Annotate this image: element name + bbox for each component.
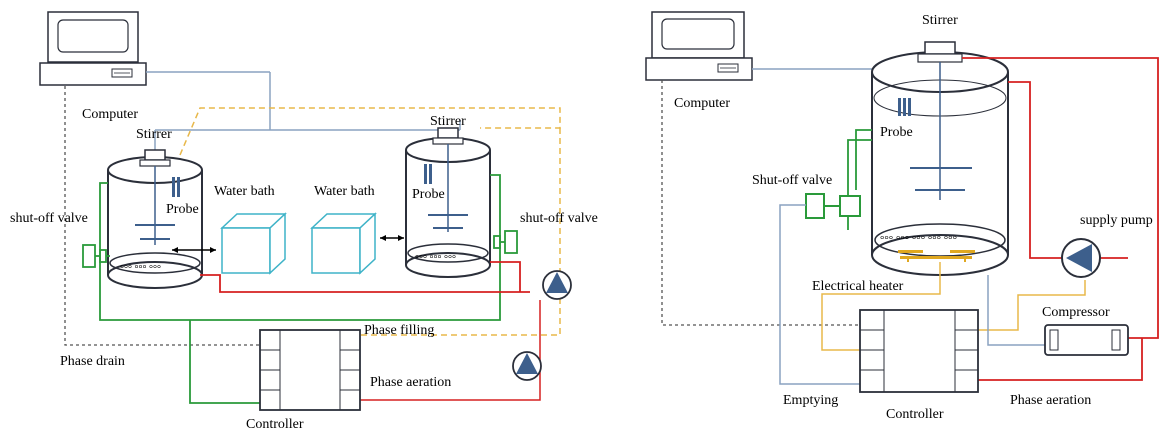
supply-pump-label: supply pump — [1080, 213, 1153, 228]
red-line — [360, 300, 541, 401]
phase-filling-label: Phase filling — [364, 323, 434, 338]
stirrer-right-mount-icon — [432, 137, 464, 145]
electrical-heater-icon — [898, 250, 975, 262]
yellow-line — [978, 280, 1086, 331]
stirrer-big-label: Stirrer — [922, 13, 958, 28]
shutoff-big-label: Shut-off valve — [752, 173, 832, 188]
water-bath-left-label: Water bath — [214, 184, 275, 199]
bubbles-left: °°° °°° °°° — [120, 264, 161, 275]
compressor-icon — [1044, 324, 1129, 356]
right-diagram: Computer °°° °°° °°° °°° °°° Stirrer Pro… — [645, 11, 1159, 422]
compressor-label: Compressor — [1042, 305, 1110, 320]
bubbles-big: °°° °°° °°° °°° °°° — [880, 234, 957, 246]
computer-right-label: Computer — [674, 96, 730, 111]
red-line — [1008, 81, 1062, 259]
yellow-control-line — [179, 107, 561, 156]
probe-left-icon — [177, 177, 180, 197]
phase-aeration-left-label: Phase aeration — [370, 375, 451, 390]
shutoff-valve-right-icon — [493, 230, 518, 254]
emptying-label: Emptying — [783, 393, 838, 408]
emptying-line — [779, 204, 860, 385]
stirrer-left-motor-icon — [144, 149, 166, 161]
gray-line — [987, 275, 1045, 346]
stirrer-left-mount-icon — [139, 159, 171, 167]
stirrer-right-label: Stirrer — [430, 114, 466, 129]
probe-right-icon — [424, 164, 427, 184]
probe-big-icon — [908, 98, 911, 116]
left-diagram: Computer °°° °°° °°° Stirrer Probe — [10, 11, 598, 432]
yellow-line — [821, 262, 941, 351]
water-bath-left — [220, 212, 287, 275]
shutoff-right-label: shut-off valve — [520, 211, 598, 226]
red-line — [978, 338, 1143, 381]
red-line — [200, 274, 530, 293]
phase-drain-label: Phase drain — [60, 354, 125, 369]
stirrer-left-label: Stirrer — [136, 127, 172, 142]
controller-left-label: Controller — [246, 417, 304, 432]
bubbles-right: °°° °°° °°° — [415, 254, 456, 265]
green-line — [855, 129, 872, 190]
green-line — [189, 320, 260, 404]
controller-left-icon — [259, 329, 361, 411]
controller-right-label: Controller — [886, 407, 944, 422]
phase-drain-dotted-line — [64, 86, 260, 346]
stirrer-big-mount-icon — [917, 53, 963, 63]
reactor-left: °°° °°° °°° — [107, 156, 203, 289]
probe-left-icon — [172, 177, 175, 197]
water-bath-right-label: Water bath — [314, 184, 375, 199]
phase-aeration-right-label: Phase aeration — [1010, 393, 1091, 408]
stirrer-right-motor-icon — [437, 127, 459, 139]
stirrer-big-motor-icon — [924, 41, 956, 55]
probe-right-label: Probe — [412, 187, 445, 202]
yellow-control-line — [360, 128, 561, 336]
probe-big-label: Probe — [880, 125, 913, 140]
electrical-heater-label: Electrical heater — [812, 279, 904, 294]
shutoff-valve-big-icon — [805, 193, 861, 219]
red-line — [490, 261, 521, 292]
controller-right-icon — [859, 309, 979, 393]
supply-pump-icon — [1061, 238, 1101, 278]
pump-upper-icon — [542, 270, 572, 300]
computer-left-label: Computer — [82, 107, 138, 122]
shutoff-left-label: shut-off valve — [10, 211, 88, 226]
computer-right-icon — [645, 11, 753, 81]
probe-big-icon — [903, 98, 906, 116]
computer-left-icon — [39, 11, 147, 86]
probe-left-label: Probe — [166, 202, 199, 217]
probe-right-icon — [429, 164, 432, 184]
green-line — [99, 174, 501, 321]
probe-big-icon — [898, 98, 901, 116]
red-line — [962, 57, 1159, 339]
shutoff-valve-left-icon — [82, 244, 110, 268]
water-bath-right — [310, 212, 377, 275]
pump-lower-icon — [512, 351, 542, 381]
